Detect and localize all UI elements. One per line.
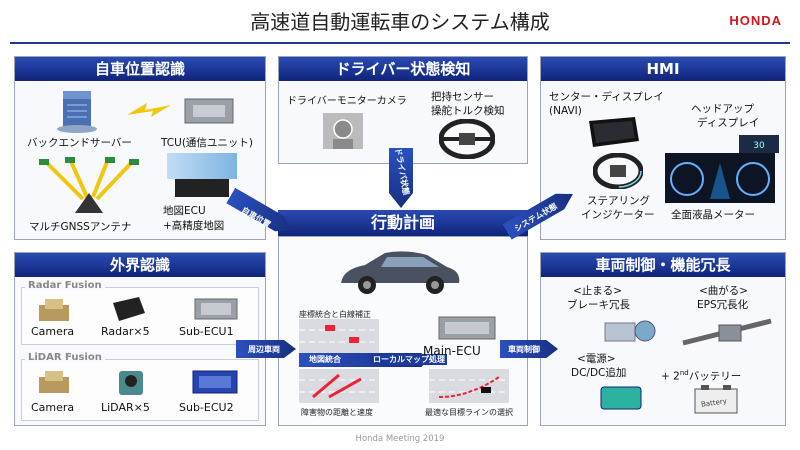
arrow-vehicle-control[interactable]: [500, 340, 558, 358]
vehicle-control-panel: 車両制御・機能冗長 <止まる> ブレーキ冗長 <曲がる> EPS冗長化 <電源>…: [540, 252, 786, 426]
steering-torque-label: 操舵トルク検知: [431, 105, 505, 117]
sub-ecu1-icon: [193, 295, 239, 323]
gnss-antenna-label: マルチGNSSアンテナ: [29, 221, 132, 233]
center-display-label: センター・ディスプレイ: [549, 91, 664, 103]
main-ecu-label: Main-ECU: [423, 344, 481, 358]
title-divider: [10, 42, 790, 44]
radar-label: Radar×5: [101, 325, 150, 338]
turn-label-2: EPS冗長化: [697, 299, 749, 311]
lcd-meter-icon: [665, 153, 775, 203]
self-position-panel: 自車位置認識 バックエンドサーバー TCU(通信ユニット) マルチGNSSアンテ…: [14, 56, 266, 240]
dcdc-icon: [597, 383, 647, 413]
obstacle-distance-label: 障害物の距離と速度: [301, 408, 373, 417]
sub-ecu2-icon: [191, 367, 239, 397]
gnss-antenna-icon: [39, 156, 139, 217]
radar-icon: [109, 295, 149, 323]
signal-icon: [123, 99, 175, 121]
arrow-surroundings[interactable]: [236, 340, 296, 358]
camera-label-2: Camera: [31, 401, 75, 414]
self-position-header: 自車位置認識: [15, 57, 265, 81]
target-line-image: [429, 369, 509, 403]
hud-icon: 30: [739, 135, 779, 153]
driver-state-header: ドライバー状態検知: [279, 57, 527, 81]
battery-suffix: バッテリー: [688, 370, 742, 383]
driver-state-panel: ドライバー状態検知 ドライバーモニターカメラ 把持センサー 操舵トルク検知: [278, 56, 528, 164]
camera-label-1: Camera: [31, 325, 75, 338]
road-image-bottom: [299, 369, 379, 403]
brake-unit-icon: [599, 315, 663, 347]
hmi-header: HMI: [541, 57, 785, 81]
svg-text:30: 30: [753, 141, 765, 151]
battery-prefix: + 2: [661, 370, 680, 383]
lidar-label: LiDAR×5: [101, 401, 150, 414]
lidar-icon: [115, 365, 147, 397]
map-fusion-label: 地図統合: [309, 355, 341, 364]
planning-panel: 座標統合と白線補正 地図統合 ローカルマップ処理 障害物の距離と速度 Main-…: [278, 236, 528, 426]
turn-label-1: <曲がる>: [699, 285, 749, 297]
honda-logo: HONDA: [729, 13, 782, 28]
steering-wheel-icon: [438, 118, 496, 160]
stop-label-1: <止まる>: [573, 285, 623, 297]
lidar-fusion-label: LiDAR Fusion: [25, 352, 105, 363]
power-label-2: DC/DC追加: [571, 367, 627, 379]
center-display-icon: [585, 117, 641, 149]
backend-server-label: バックエンドサーバー: [27, 137, 132, 149]
steering-indicator-icon: [592, 152, 644, 190]
eps-unit-icon: [679, 313, 775, 351]
vehicle-control-header: 車両制御・機能冗長: [541, 253, 785, 277]
lcd-meter-label: 全面液晶メーター: [671, 209, 755, 221]
external-recognition-panel: 外界認識 Radar Fusion Camera Radar×5 Sub-ECU…: [14, 252, 266, 426]
target-line-label: 最適な目標ラインの選択: [425, 408, 513, 417]
page-title: 高速道自動運転車のシステム構成: [250, 10, 550, 34]
external-recognition-header: 外界認識: [15, 253, 265, 277]
driver-camera-label: ドライバーモニターカメラ: [287, 96, 407, 107]
radar-fusion-label: Radar Fusion: [25, 280, 105, 291]
footer: Honda Meeting 2019: [355, 434, 445, 444]
driver-face-icon: [323, 113, 363, 149]
coordinate-integration-label: 座標統合と白線補正: [299, 310, 371, 319]
navi-label: (NAVI): [549, 105, 582, 117]
grip-sensor-label: 把持センサー: [431, 91, 494, 103]
tcu-icon: [179, 93, 239, 129]
hmi-panel: HMI センター・ディスプレイ (NAVI) ヘッドアップ ディスプレイ 30 …: [540, 56, 786, 240]
battery-superscript: nd: [679, 369, 689, 377]
steering-indicator-label-1: ステアリング: [587, 195, 650, 207]
hud-label-2: ディスプレイ: [697, 117, 760, 129]
hd-map-label: +高精度地図: [163, 220, 225, 232]
sub-ecu2-label: Sub-ECU2: [179, 401, 234, 414]
camera-icon-1: [37, 297, 73, 323]
hud-label-1: ヘッドアップ: [691, 103, 754, 115]
arrow-driver-state[interactable]: [389, 148, 413, 208]
local-map-label: ローカルマップ処理: [371, 354, 447, 365]
planning-header-label: 行動計画: [370, 213, 435, 232]
map-ecu-icon: [165, 151, 239, 201]
stop-label-2: ブレーキ冗長: [567, 299, 630, 311]
map-ecu-label: 地図ECU: [163, 205, 206, 217]
vehicle-image: [335, 247, 465, 297]
steering-indicator-label-2: インジケーター: [581, 209, 655, 221]
arrow-surroundings-label: 周辺車両: [248, 345, 280, 354]
main-ecu-icon: [437, 313, 497, 343]
second-battery-label: + 2ndバッテリー: [661, 367, 741, 384]
road-image-top: [299, 319, 379, 353]
tcu-label: TCU(通信ユニット): [161, 137, 254, 149]
battery-icon: [691, 381, 741, 415]
power-label-1: <電源>: [577, 353, 616, 365]
camera-icon-2: [37, 369, 73, 397]
sub-ecu1-label: Sub-ECU1: [179, 325, 234, 338]
planning-header: [278, 210, 528, 236]
server-icon: [55, 87, 99, 135]
arrow-vehicle-control-label: 車両制御: [508, 345, 540, 354]
